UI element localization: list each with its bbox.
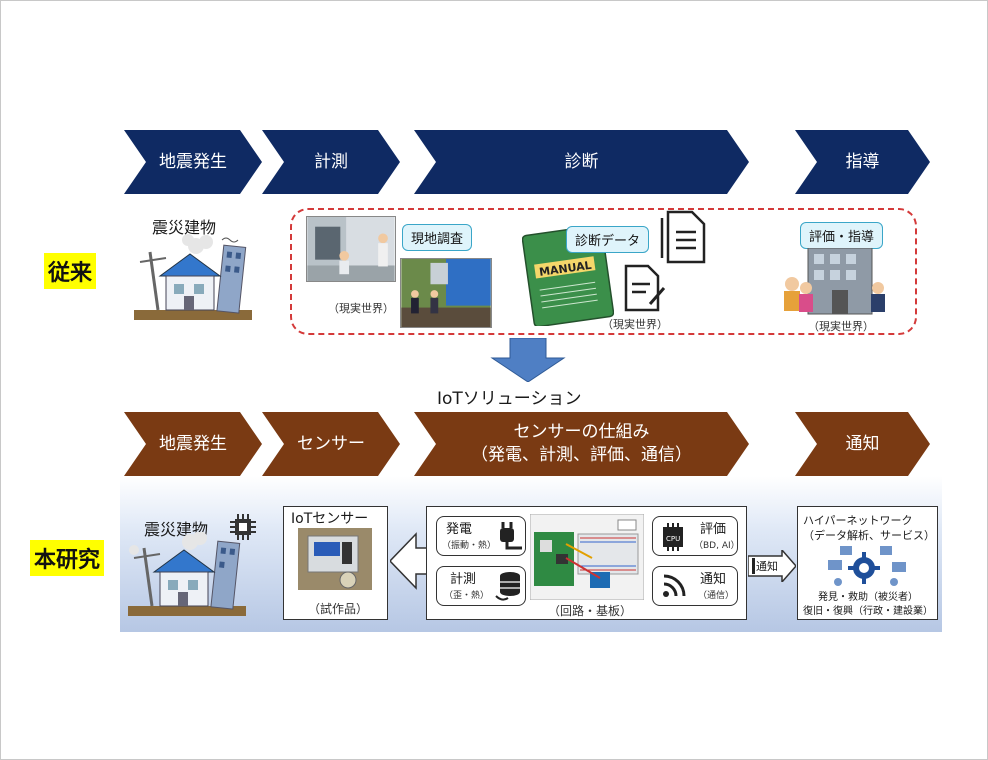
notify-arrow-icon bbox=[748, 550, 796, 582]
step-label: 指導 bbox=[845, 151, 880, 172]
chip-icon bbox=[230, 514, 256, 540]
edit-document-icon bbox=[624, 264, 666, 312]
site-survey-photo-2 bbox=[400, 258, 492, 328]
step-label: 計測 bbox=[314, 151, 348, 172]
document-icon bbox=[660, 210, 706, 264]
network-services-icon bbox=[828, 546, 906, 586]
measure-sub-label: （歪・熱） bbox=[444, 591, 490, 601]
step-label-line2: （発電、計測、評価、通信） bbox=[471, 445, 692, 465]
step-label: 通知 bbox=[845, 433, 880, 454]
conventional-label: 従来 bbox=[44, 253, 97, 289]
step-label: センサー bbox=[297, 433, 365, 454]
step-earthquake-research: 地震発生 bbox=[124, 412, 262, 476]
database-sync-icon bbox=[495, 572, 520, 601]
power-sub-label: （振動・熱） bbox=[442, 541, 497, 551]
eval-sub-label: （BD, AI） bbox=[694, 541, 740, 551]
research-label: 本研究 bbox=[30, 540, 105, 576]
circuit-board-photo bbox=[530, 514, 644, 600]
hyper-network-title: ハイパーネットワーク bbox=[803, 514, 913, 527]
real-world-caption-3: （現実世界） bbox=[808, 320, 874, 333]
real-world-caption-2: （現実世界） bbox=[602, 318, 668, 331]
power-label: 発電 bbox=[446, 522, 473, 537]
step-label: 診断 bbox=[564, 151, 599, 172]
measure-label: 計測 bbox=[450, 572, 477, 587]
conventional-process-region bbox=[290, 208, 917, 335]
evaluation-guidance-callout: 評価・指導 bbox=[800, 222, 884, 249]
step-label-line1: センサーの仕組み bbox=[513, 422, 650, 443]
comm-label: 通知 bbox=[700, 572, 727, 587]
comm-sub-label: （通信） bbox=[698, 591, 735, 601]
cpu-text: CPU bbox=[666, 535, 680, 543]
step-sensor-research: センサー bbox=[262, 412, 400, 476]
step-diagnosis-conventional: 診断 bbox=[414, 130, 749, 194]
hyper-network-line2: 復旧・復興（行政・建設業） bbox=[803, 606, 933, 617]
prototype-caption: （試作品） bbox=[308, 602, 369, 616]
damaged-building-title: 震災建物 bbox=[152, 218, 217, 237]
step-label: 地震発生 bbox=[159, 151, 227, 172]
down-arrow-icon bbox=[490, 338, 566, 382]
step-notification-research: 通知 bbox=[795, 412, 930, 476]
plug-icon bbox=[500, 522, 522, 550]
left-arrow-icon bbox=[390, 532, 430, 590]
real-world-caption-1: （現実世界） bbox=[328, 302, 394, 315]
damaged-building-title-research: 震災建物 bbox=[144, 520, 209, 539]
hyper-network-line1: 発見・救助（被災者） bbox=[818, 592, 918, 603]
step-sensor-mechanism: センサーの仕組み （発電、計測、評価、通信） bbox=[414, 412, 749, 476]
circuit-caption: （回路・基板） bbox=[548, 604, 633, 618]
sensor-prototype-photo bbox=[298, 528, 372, 590]
guidance-scene-illustration bbox=[784, 248, 885, 315]
diagnosis-data-callout: 診断データ bbox=[566, 226, 650, 253]
damaged-building-illustration bbox=[134, 234, 252, 320]
iot-sensor-title: IoTセンサー bbox=[291, 511, 369, 527]
cpu-icon: CPU bbox=[663, 523, 683, 551]
hyper-network-subtitle: （データ解析、サービス） bbox=[803, 529, 935, 542]
step-guidance-conventional: 指導 bbox=[795, 130, 930, 194]
site-survey-callout: 現地調査 bbox=[402, 224, 473, 251]
iot-solution-label: IoTソリューション bbox=[437, 389, 582, 409]
step-label: 地震発生 bbox=[159, 433, 227, 454]
eval-label: 評価 bbox=[700, 522, 727, 537]
step-earthquake-conventional: 地震発生 bbox=[124, 130, 262, 194]
notify-arrow-label: 通知 bbox=[756, 560, 778, 573]
site-survey-photo-1 bbox=[306, 216, 396, 282]
notification-box bbox=[652, 566, 738, 606]
damaged-building-illustration-research bbox=[128, 532, 246, 616]
step-measurement-conventional: 計測 bbox=[262, 130, 400, 194]
signal-icon bbox=[663, 574, 686, 597]
